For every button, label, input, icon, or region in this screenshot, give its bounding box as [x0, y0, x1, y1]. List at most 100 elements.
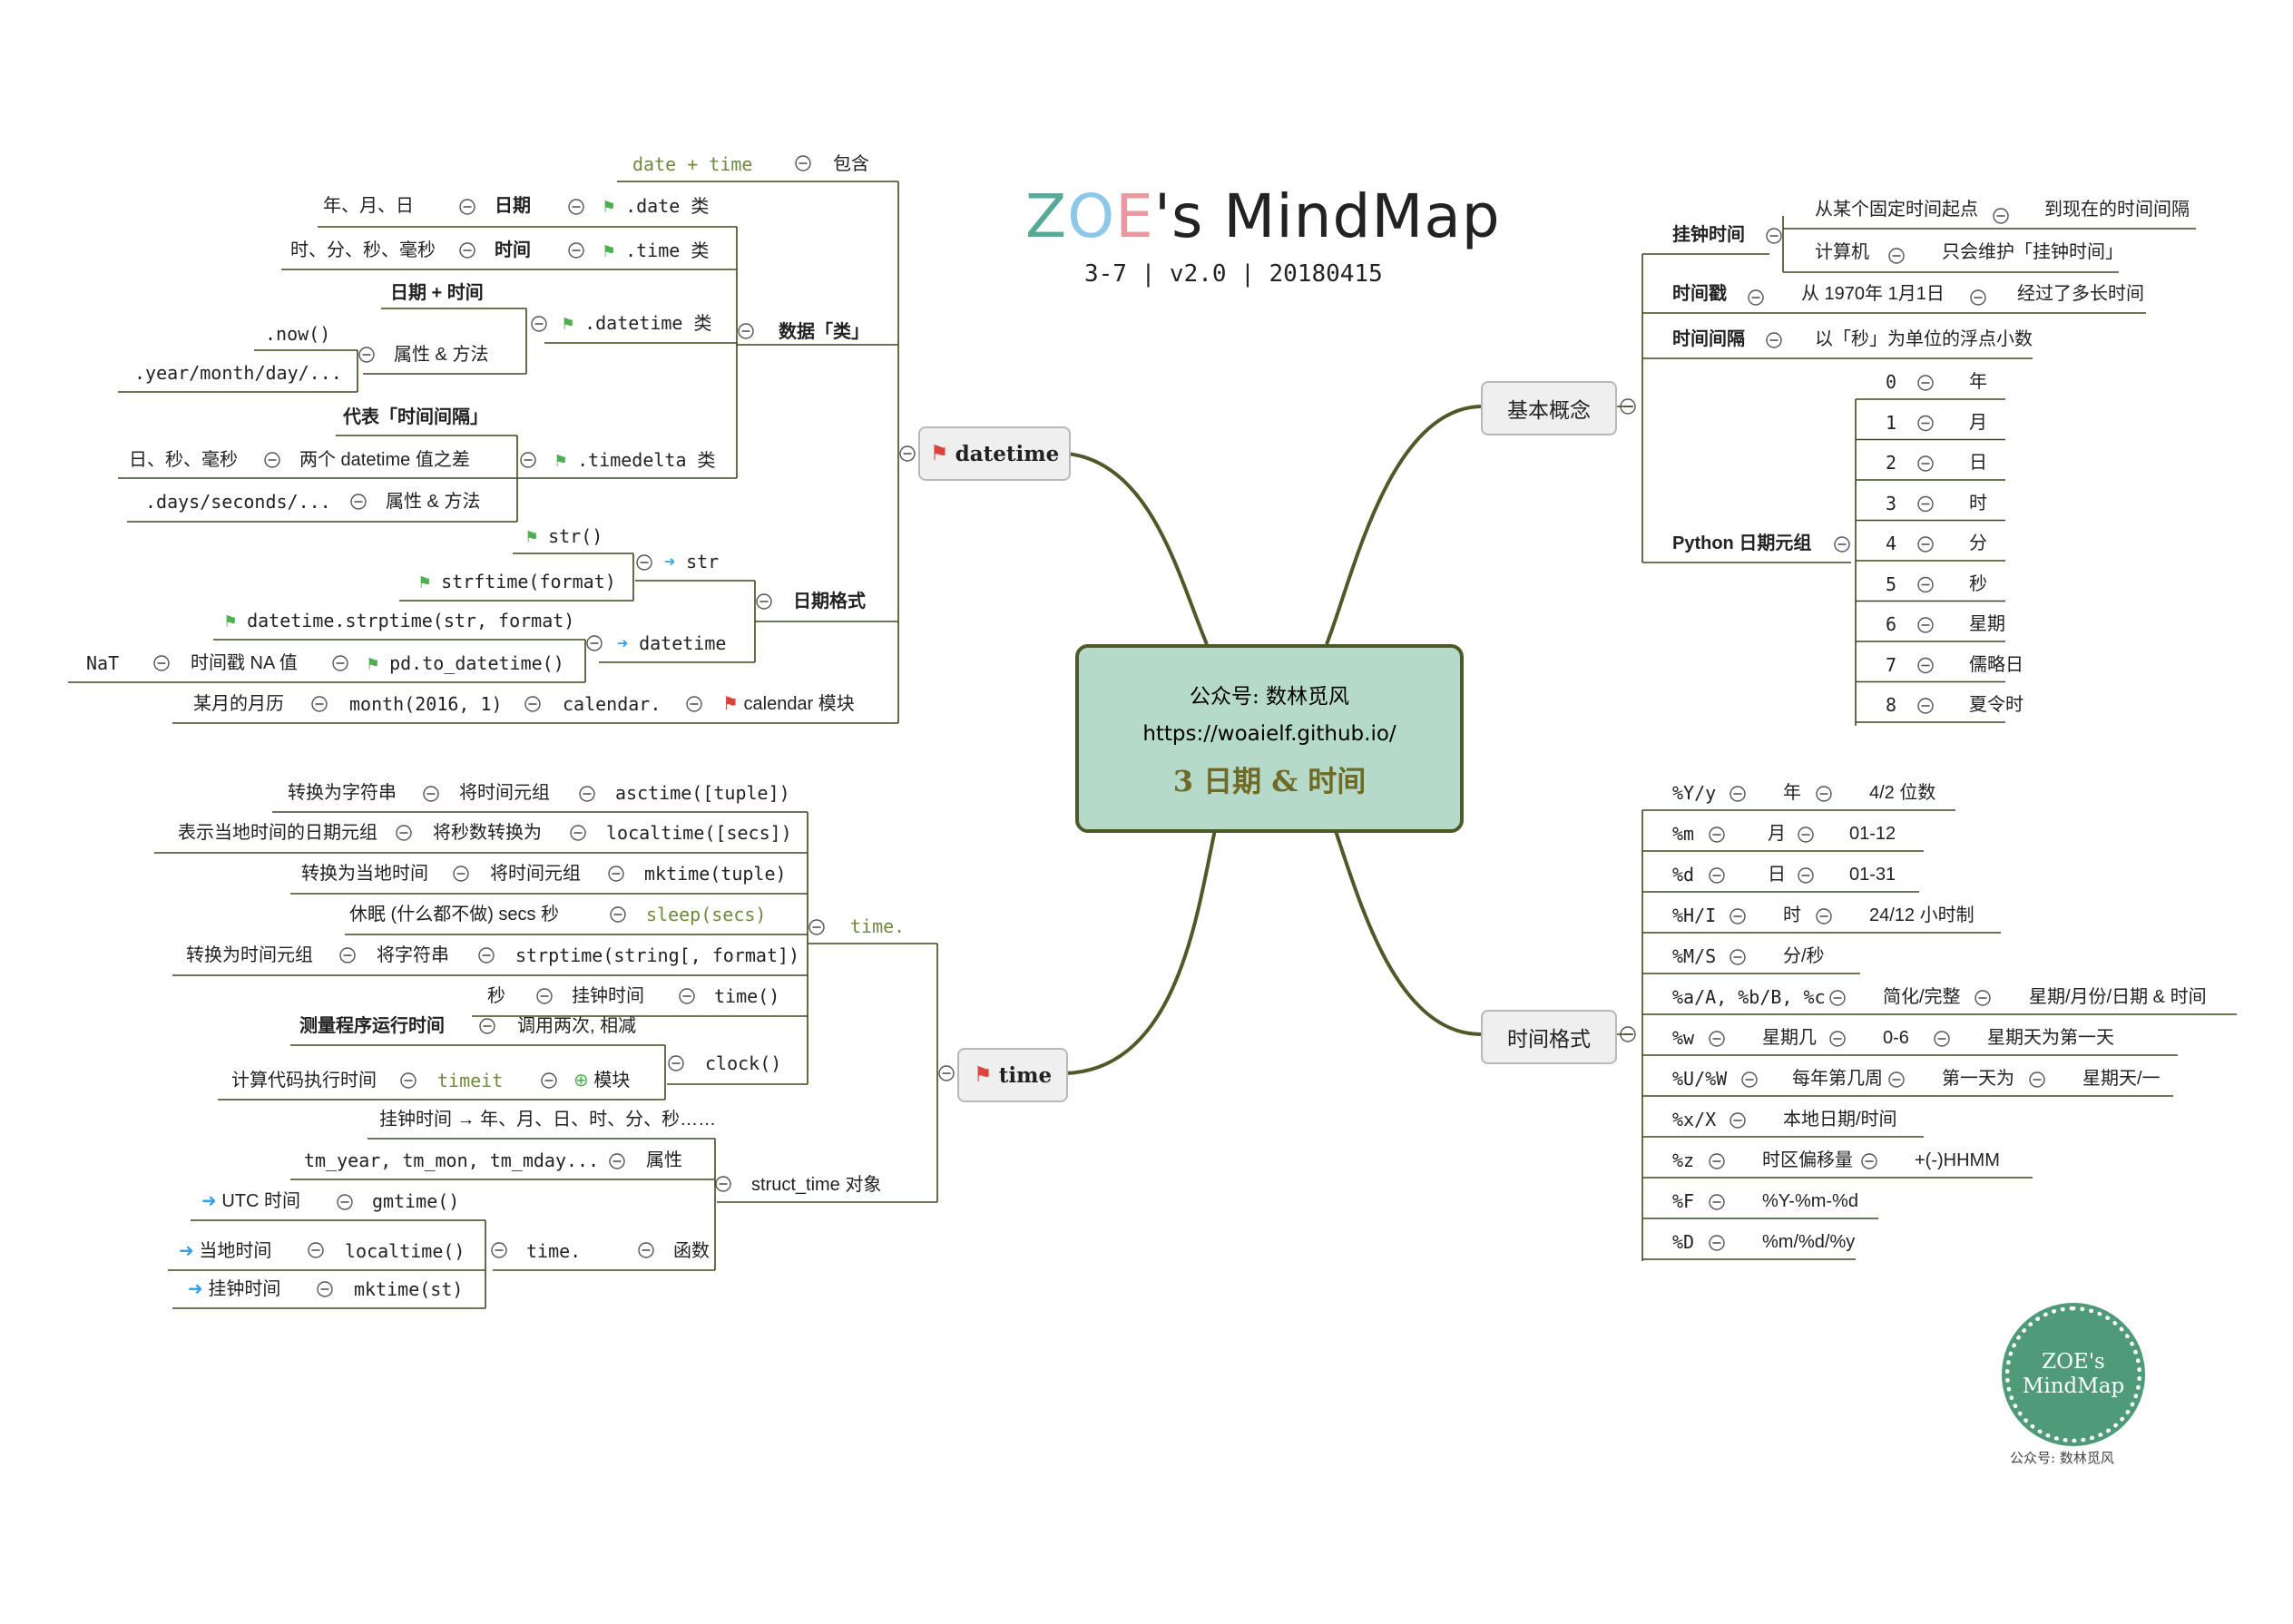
format-cell[interactable]: 日	[1768, 863, 1786, 886]
node-label[interactable]: ⚑ .datetime 类	[563, 311, 712, 335]
node-label[interactable]: localtime()	[345, 1239, 465, 1263]
format-cell[interactable]: 第一天为	[1942, 1067, 2014, 1091]
branch-datetime[interactable]: ⚑ datetime	[918, 426, 1071, 481]
node-label[interactable]: tm_year, tm_mon, tm_mday...	[304, 1149, 599, 1172]
node-label[interactable]: 日、秒、毫秒	[129, 448, 238, 472]
node-label[interactable]: ⚑ datetime.strptime(str, format)	[225, 609, 574, 632]
format-cell[interactable]: %Y-%m-%d	[1762, 1189, 1858, 1213]
tuple-label[interactable]: 夏令时	[1969, 693, 2024, 717]
node-label[interactable]: ➜ datetime	[617, 631, 726, 655]
format-cell[interactable]: 01-12	[1849, 822, 1896, 846]
node-label[interactable]: 属性	[646, 1149, 682, 1172]
node-label[interactable]: 秒	[487, 984, 505, 1008]
format-cell[interactable]: 01-31	[1849, 863, 1896, 886]
tuple-index[interactable]: 8	[1886, 693, 1896, 717]
node-label[interactable]: 将秒数转换为	[433, 821, 542, 845]
format-cell[interactable]: 时区偏移量	[1762, 1149, 1853, 1172]
format-cell[interactable]: 本地日期/时间	[1783, 1108, 1897, 1131]
node-label[interactable]: strptime(string[, format])	[515, 944, 799, 967]
node-label[interactable]: 以「秒」为单位的浮点小数	[1815, 328, 2033, 351]
node-label[interactable]: clock()	[705, 1052, 781, 1075]
tuple-index[interactable]: 5	[1886, 572, 1896, 596]
node-label[interactable]: mktime(st)	[354, 1277, 463, 1301]
node-label[interactable]: 时间	[495, 239, 531, 262]
format-cell[interactable]: %M/S	[1672, 944, 1716, 968]
tuple-label[interactable]: 儒略日	[1969, 653, 2024, 677]
format-cell[interactable]: %d	[1672, 863, 1694, 886]
format-cell[interactable]: %m/%d/%y	[1762, 1230, 1855, 1254]
node-label[interactable]: ⚑ .time 类	[603, 239, 709, 262]
node-label[interactable]: month(2016, 1)	[349, 692, 503, 716]
node-label[interactable]: 从某个固定时间起点	[1815, 198, 1978, 221]
node-label[interactable]: 调用两次, 相减	[517, 1014, 636, 1038]
node-label[interactable]: 时、分、秒、毫秒	[290, 239, 436, 262]
node-label[interactable]: 时间间隔	[1672, 328, 1745, 351]
format-cell[interactable]: %a/A, %b/B, %c	[1672, 985, 1826, 1009]
branch-basic[interactable]: 基本概念	[1481, 381, 1617, 435]
node-label[interactable]: ⚑ .date 类	[603, 194, 709, 218]
node-label[interactable]: 时间戳	[1672, 282, 1727, 306]
node-label[interactable]: 属性 & 方法	[394, 343, 488, 367]
node-label[interactable]: 挂钟时间	[1672, 223, 1745, 247]
node-label[interactable]: 日期 + 时间	[390, 281, 484, 305]
format-cell[interactable]: %H/I	[1672, 904, 1716, 927]
node-label[interactable]: 日期格式	[793, 590, 866, 613]
node-label[interactable]: 计算代码执行时间	[231, 1069, 377, 1092]
format-cell[interactable]: %F	[1672, 1189, 1694, 1213]
format-cell[interactable]: 分/秒	[1783, 944, 1825, 968]
node-label[interactable]: 休眠 (什么都不做) secs 秒	[349, 903, 559, 926]
node-label[interactable]: 属性 & 方法	[386, 490, 480, 514]
node-label[interactable]: 某月的月历	[193, 692, 284, 716]
node-label[interactable]: Python 日期元组	[1672, 532, 1811, 555]
tuple-index[interactable]: 7	[1886, 653, 1896, 677]
node-label[interactable]: time.	[526, 1239, 581, 1263]
node-label[interactable]: localtime([secs])	[606, 821, 792, 845]
format-cell[interactable]: 年	[1783, 781, 1801, 805]
tuple-index[interactable]: 4	[1886, 532, 1896, 555]
node-label[interactable]: 经过了多长时间	[2017, 282, 2144, 306]
node-label[interactable]: 转换为当地时间	[301, 862, 428, 885]
node-label[interactable]: gmtime()	[372, 1189, 459, 1213]
node-label[interactable]: 测量程序运行时间	[299, 1014, 445, 1038]
format-cell[interactable]: 4/2 位数	[1869, 781, 1935, 805]
tuple-label[interactable]: 月	[1969, 411, 1987, 435]
node-label[interactable]: ⚑ strftime(format)	[419, 570, 616, 593]
tuple-label[interactable]: 时	[1969, 492, 1987, 515]
node-label[interactable]: 两个 datetime 值之差	[299, 448, 470, 472]
format-cell[interactable]: +(-)HHMM	[1915, 1149, 2000, 1172]
node-label[interactable]: 包含	[833, 152, 869, 176]
node-label[interactable]: ➜ UTC 时间	[201, 1189, 300, 1213]
node-label[interactable]: 到现在的时间间隔	[2044, 198, 2190, 221]
node-label[interactable]: 将时间元组	[459, 781, 550, 805]
node-label[interactable]: 年、月、日	[323, 194, 414, 218]
node-label[interactable]: 将字符串	[377, 944, 449, 967]
node-label[interactable]: .now()	[265, 322, 330, 346]
node-label[interactable]: asctime([tuple])	[615, 781, 790, 805]
format-cell[interactable]: %Y/y	[1672, 781, 1716, 805]
node-label[interactable]: 日期	[495, 194, 531, 218]
node-label[interactable]: 转换为时间元组	[186, 944, 313, 967]
format-cell[interactable]: 星期几	[1762, 1026, 1817, 1050]
node-label[interactable]: .year/month/day/...	[134, 361, 342, 385]
node-label[interactable]: date + time	[632, 152, 752, 176]
node-label[interactable]: time()	[714, 984, 779, 1008]
node-label[interactable]: 只会维护「挂钟时间」	[1942, 240, 2123, 264]
format-cell[interactable]: %D	[1672, 1230, 1694, 1254]
node-label[interactable]: ⚑ str()	[526, 524, 603, 548]
format-cell[interactable]: 月	[1768, 822, 1786, 846]
node-label[interactable]: NaT	[86, 651, 119, 675]
node-label[interactable]: ⚑ pd.to_datetime()	[367, 651, 564, 675]
node-label[interactable]: ➜ 挂钟时间	[188, 1277, 280, 1301]
tuple-label[interactable]: 年	[1969, 370, 1987, 394]
node-label[interactable]: 时间戳 NA 值	[191, 651, 298, 675]
tuple-index[interactable]: 1	[1886, 411, 1896, 435]
node-label[interactable]: sleep(secs)	[646, 903, 766, 926]
node-label[interactable]: ⊕ 模块	[573, 1069, 630, 1092]
central-node[interactable]: 公众号: 数林觅风 https://woaielf.github.io/ 3 日…	[1075, 644, 1464, 833]
format-cell[interactable]: %z	[1672, 1149, 1694, 1172]
tuple-label[interactable]: 秒	[1969, 572, 1987, 596]
format-cell[interactable]: 每年第几周	[1792, 1067, 1883, 1091]
node-label[interactable]: ➜ 当地时间	[179, 1239, 271, 1263]
node-label[interactable]: 转换为字符串	[288, 781, 397, 805]
node-label[interactable]: .days/seconds/...	[145, 490, 331, 514]
